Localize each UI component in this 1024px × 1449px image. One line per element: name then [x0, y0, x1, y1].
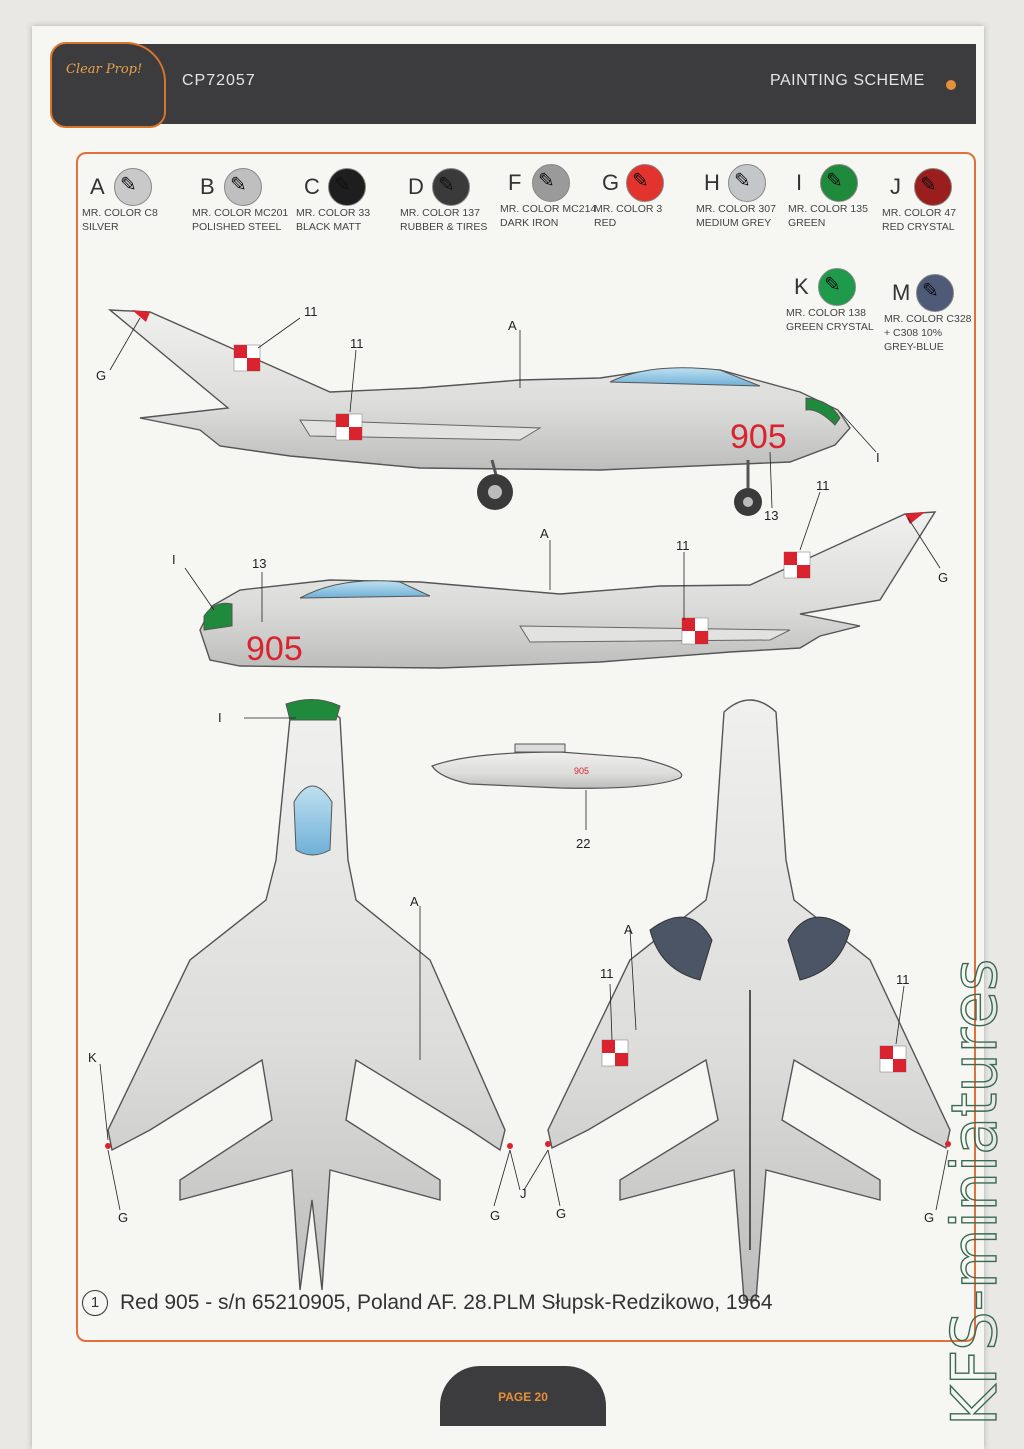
side-view-left: 905: [199, 511, 937, 669]
serial-number-tank: 905: [574, 766, 589, 776]
paintbrush-icon: ✎: [824, 274, 841, 296]
watermark-text: KFS-miniatures: [938, 959, 1011, 1426]
scheme-number: 1: [82, 1290, 108, 1316]
paint-name: MR. COLOR MC214 DARK IRON: [500, 203, 597, 229]
watermark: KFS-miniatures: [937, 958, 1011, 1427]
paint-name: MR. COLOR MC201 POLISHED STEEL: [192, 207, 289, 233]
product-code: CP72057: [182, 72, 256, 89]
paint-letter: K: [794, 274, 809, 299]
callout-k: K: [88, 1050, 97, 1065]
paintbrush-icon: ✎: [230, 174, 247, 196]
leader-lines: [99, 317, 949, 1211]
page-number: PAGE 20: [498, 1390, 548, 1404]
paint-name: MR. COLOR 135 GREEN: [788, 203, 868, 229]
paintbrush-icon: ✎: [734, 170, 751, 192]
header-bar: [52, 44, 976, 124]
paint-letter: F: [508, 170, 522, 195]
callout-g: G: [938, 570, 949, 585]
paint-color-disc: [914, 168, 952, 206]
paintbrush-icon: ✎: [538, 170, 555, 192]
callout-a: A: [540, 526, 549, 541]
drop-tank: 905: [431, 743, 683, 789]
paint-color-disc: [820, 164, 858, 202]
paint-color-disc: [224, 168, 262, 206]
section-title: PAINTING SCHEME: [770, 72, 925, 89]
paint-letter: D: [408, 174, 424, 199]
paint-letter: A: [90, 174, 105, 199]
top-view: [105, 699, 513, 1291]
callout-i: I: [218, 710, 222, 725]
callout-g: G: [96, 368, 107, 383]
callout-i: I: [876, 450, 880, 465]
paint-letter: J: [890, 174, 901, 199]
paint-name: MR. COLOR 137 RUBBER & TIRES: [400, 207, 488, 233]
callout-g: G: [924, 1210, 935, 1225]
paint-letter: G: [602, 170, 620, 195]
paint-name: MR. COLOR C8 SILVER: [82, 207, 158, 233]
callout-j: J: [520, 1186, 527, 1201]
callout-g: G: [556, 1206, 567, 1221]
paint-color-disc: [114, 168, 152, 206]
paint-letter: B: [200, 174, 215, 199]
paintbrush-icon: ✎: [826, 170, 843, 192]
paint-color-disc: [432, 168, 470, 206]
callout-g: G: [490, 1208, 501, 1223]
serial-number-side-2: 905: [246, 630, 303, 668]
callout-a: A: [508, 318, 517, 333]
paint-letter: I: [796, 170, 803, 195]
callout-a: A: [410, 894, 419, 909]
paintbrush-icon: ✎: [922, 280, 939, 302]
brand-logo: [50, 42, 166, 128]
header-dot-icon: [946, 80, 956, 90]
scheme-caption: 1 Red 905 - s/n 65210905, Poland AF. 28.P…: [82, 1290, 773, 1316]
callout-11: 11: [350, 336, 364, 351]
paint-name: MR. COLOR 33 BLACK MATT: [296, 207, 371, 233]
callout-11: 11: [896, 972, 910, 987]
paint-color-disc: [728, 164, 766, 202]
callout-11: 11: [600, 966, 614, 981]
scheme-frame: [76, 152, 976, 1342]
paint-color-disc: [532, 164, 570, 202]
paint-color-disc: [328, 168, 366, 206]
callout-a: A: [624, 922, 633, 937]
paint-name: MR. COLOR 307 MEDIUM GREY: [696, 203, 776, 229]
brand-logo-text: Clear Prop!: [66, 62, 143, 77]
callout-11: 11: [816, 478, 830, 493]
instruction-sheet: [32, 26, 984, 1449]
paintbrush-icon: ✎: [632, 170, 649, 192]
paint-letter: C: [304, 174, 320, 199]
callout-11: 11: [304, 304, 318, 319]
paint-name: MR. COLOR 47 RED CRYSTAL: [882, 207, 957, 233]
callout-11: 11: [676, 538, 690, 553]
scheme-title: Red 905 - s/n 65210905, Poland AF. 28.PL…: [120, 1291, 773, 1314]
paint-color-disc: [916, 274, 954, 312]
paintbrush-icon: ✎: [438, 174, 455, 196]
bottom-view: [545, 699, 951, 1301]
paint-name: MR. COLOR C328 + C308 10% GREY-BLUE: [884, 313, 972, 353]
callout-i: I: [172, 552, 176, 567]
paintbrush-icon: ✎: [920, 174, 937, 196]
paint-name: MR. COLOR 138 GREEN CRYSTAL: [786, 307, 874, 333]
serial-number-side-1: 905: [730, 418, 787, 456]
side-view-right: 905: [107, 309, 851, 516]
paintbrush-icon: ✎: [120, 174, 137, 196]
page-tab: [440, 1366, 606, 1426]
paint-letter: H: [704, 170, 720, 195]
paint-name: MR. COLOR 3 RED: [594, 203, 663, 229]
callout-22: 22: [576, 836, 591, 851]
paint-letter: M: [892, 280, 911, 305]
paint-color-disc: [818, 268, 856, 306]
paintbrush-icon: ✎: [334, 174, 351, 196]
callout-13: 13: [252, 556, 267, 571]
paint-color-disc: [626, 164, 664, 202]
callout-g: G: [118, 1210, 129, 1225]
callout-13: 13: [764, 508, 779, 523]
